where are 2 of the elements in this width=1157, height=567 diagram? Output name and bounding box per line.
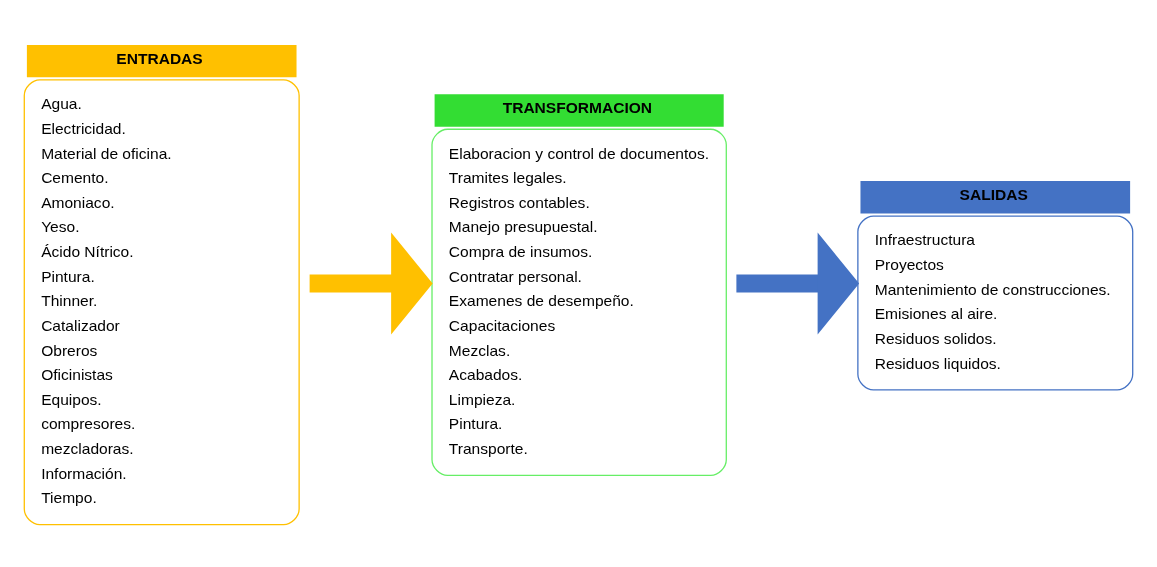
arrow <box>309 232 433 335</box>
arrow <box>736 232 860 335</box>
